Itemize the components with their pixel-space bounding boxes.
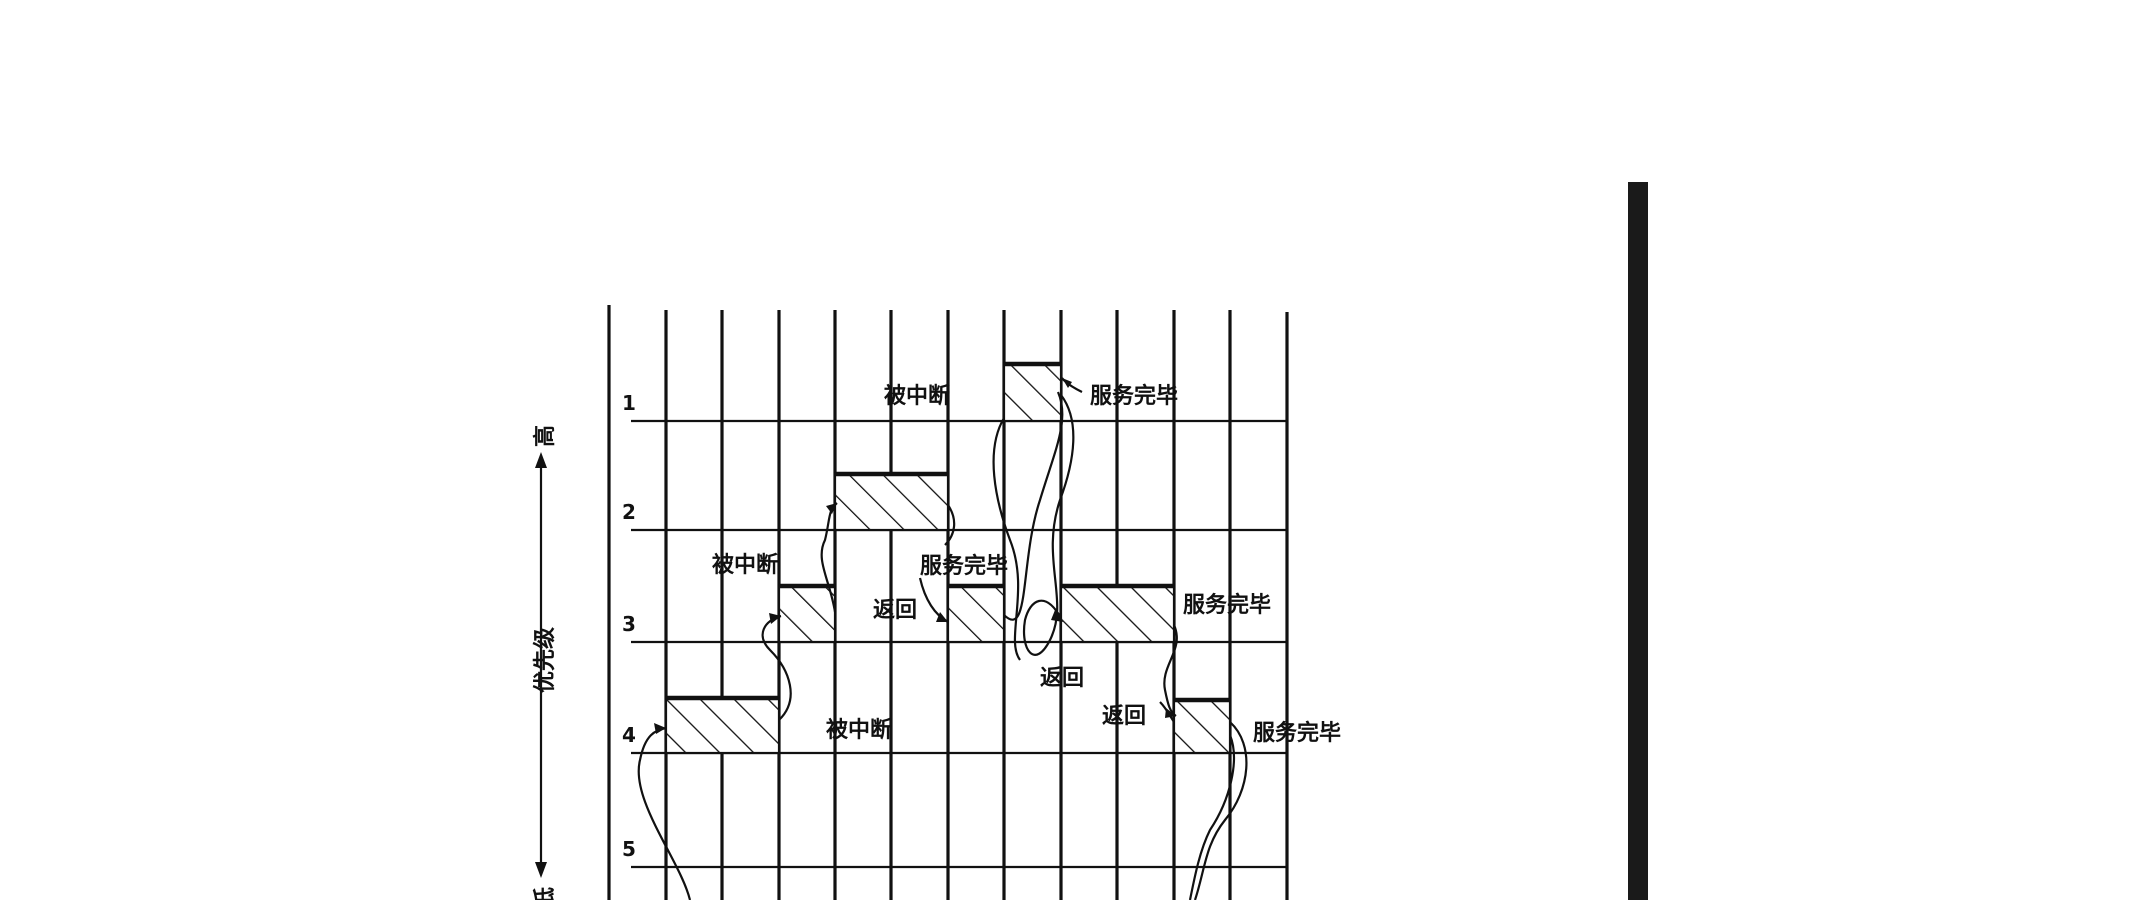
annotation-interrupted: 被中断: [712, 552, 778, 578]
level-label: 2: [622, 500, 636, 524]
priority-axis: 高 优先级 低: [532, 425, 558, 900]
annotation-interrupted: 被中断: [884, 383, 950, 409]
level-label: 5: [622, 837, 636, 861]
return-curve: [992, 417, 1021, 661]
annotation-done: 服务完毕: [1183, 592, 1271, 618]
axis-high-label: 高: [532, 425, 558, 447]
annotation-return: 返回: [1040, 666, 1084, 691]
service-block-level4-a: [664, 696, 781, 755]
annotation-done: 服务完毕: [1253, 720, 1341, 746]
axis-low-label: 低: [533, 887, 558, 900]
return-curve: [1193, 721, 1248, 900]
return-curve: [918, 577, 949, 623]
return-curve: [944, 504, 956, 546]
arrow-head: [1051, 610, 1063, 622]
level-label: 3: [622, 612, 636, 636]
service-block-level3-b: [946, 584, 1006, 644]
return-pointer: [1159, 701, 1175, 723]
return-curve: [1022, 394, 1075, 656]
axis-title: 优先级: [532, 627, 558, 693]
return-curve: [1188, 734, 1236, 900]
annotation-return: 返回: [1102, 704, 1146, 729]
interrupt-curve: [637, 726, 692, 900]
level-labels: 1 2 3 4 5: [622, 391, 636, 861]
service-block-level1: [1002, 362, 1063, 423]
interrupt-curve: [761, 614, 792, 721]
service-block-level3-c: [1059, 584, 1176, 644]
axis-arrow-up: [535, 452, 547, 468]
level-label: 4: [622, 723, 636, 747]
service-blocks: [664, 361, 1232, 755]
arrow-head: [936, 612, 948, 622]
service-block-level2: [833, 472, 950, 532]
interrupt-curve: [1003, 391, 1064, 621]
annotation-done: 服务完毕: [1090, 383, 1178, 409]
return-curve: [1163, 624, 1178, 717]
arrow-head: [826, 503, 837, 514]
annotation-return: 返回: [873, 598, 917, 623]
arrow-head: [1062, 378, 1072, 388]
service-block-level4-b: [1172, 698, 1232, 755]
page-edge-bar: [1628, 182, 1648, 900]
axis-arrow-down: [535, 862, 547, 878]
arrow-head: [769, 613, 781, 624]
level-label: 1: [622, 391, 636, 415]
service-block-level3-a: [777, 584, 837, 644]
annotation-done: 服务完毕: [920, 553, 1008, 579]
transition-curves: [637, 377, 1248, 900]
annotations: 被中断 服务完毕 被中断 服务完毕 返回 服务完毕 返回 被中断 返回 服务完毕: [712, 383, 1341, 746]
priority-level-lines: [631, 419, 1287, 869]
annotation-interrupted: 被中断: [826, 717, 892, 743]
arrow-head: [654, 723, 666, 734]
